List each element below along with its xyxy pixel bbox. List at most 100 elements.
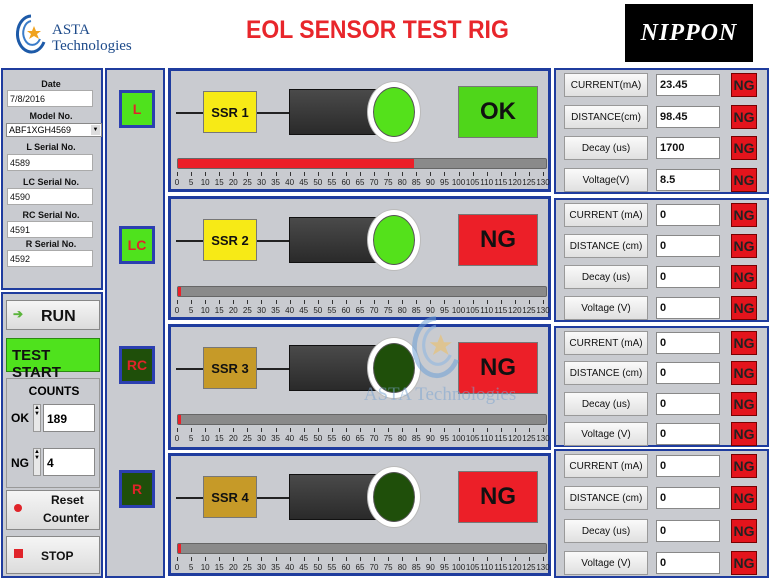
test-start-button[interactable]: TEST START xyxy=(6,338,100,381)
scale-tick-label: 125 xyxy=(522,563,536,572)
scale-tick-label: 25 xyxy=(242,434,252,443)
measurement-value[interactable]: 0 xyxy=(656,552,720,574)
scale-tick xyxy=(261,557,263,561)
scale-tick-label: 0 xyxy=(174,306,180,315)
measurement-value[interactable]: 0 xyxy=(656,520,720,542)
scale-tick-label: 25 xyxy=(242,306,252,315)
scale-tick-label: 40 xyxy=(285,434,295,443)
scale-tick-label: 80 xyxy=(397,306,407,315)
wire-left xyxy=(176,112,204,114)
measurement-value[interactable]: 0 xyxy=(656,423,720,445)
ssr-text: SSR 4 xyxy=(211,489,249,505)
scale-tick-label: 95 xyxy=(440,178,449,187)
scale-tick xyxy=(177,300,178,304)
measurement-value[interactable]: 0 xyxy=(656,487,720,509)
scale-tick-label: 105 xyxy=(465,306,480,315)
r-serial-field[interactable]: 4592 xyxy=(7,250,93,267)
scale-tick-label: 105 xyxy=(465,563,480,572)
measurement-value[interactable]: 0 xyxy=(656,204,720,226)
ng-indicator: NG xyxy=(731,392,757,416)
scale-tick xyxy=(486,172,488,176)
scale-tick xyxy=(416,557,418,561)
ng-indicator: NG xyxy=(731,203,757,227)
ng-stepper[interactable]: ▲▼ xyxy=(33,448,41,476)
scale-tick-label: 90 xyxy=(425,306,435,315)
measurement-value[interactable]: 0 xyxy=(656,297,720,319)
scale-tick xyxy=(472,428,474,432)
distance-slider[interactable] xyxy=(177,543,547,554)
scale-tick xyxy=(360,300,361,304)
scale-tick-label: 15 xyxy=(214,306,224,315)
control-panel: ➔ RUN TEST START COUNTS OK ▲▼ 189 NG ▲▼ … xyxy=(1,292,103,578)
rc-serial-field[interactable]: 4591 xyxy=(7,221,93,238)
reset-counter-button[interactable]: Reset Counter xyxy=(6,490,100,530)
measurement-value[interactable]: 0 xyxy=(656,455,720,477)
ssr-label: SSR 3 xyxy=(203,347,257,389)
scale-tick xyxy=(374,172,376,176)
sensor-lamp xyxy=(367,466,421,528)
lc-serial-field[interactable]: 4590 xyxy=(7,188,93,205)
scale-tick xyxy=(543,557,544,561)
scale-tick-label: 40 xyxy=(285,306,295,315)
r-serial-label: R Serial No. xyxy=(25,239,77,249)
scale-tick xyxy=(472,300,474,304)
scale-tick xyxy=(177,172,178,176)
distance-slider[interactable] xyxy=(177,286,547,297)
distance-slider[interactable] xyxy=(177,414,547,425)
scale-tick-label: 40 xyxy=(285,178,295,187)
scale-tick xyxy=(402,172,404,176)
measurement-value[interactable]: 23.45 xyxy=(656,74,720,96)
measurement-value[interactable]: 0 xyxy=(656,266,720,288)
stop-button[interactable]: STOP xyxy=(6,536,100,574)
scale-tick xyxy=(514,300,516,304)
model-select[interactable]: ABF1XGH4569▼ xyxy=(6,123,102,137)
ng-indicator: NG xyxy=(731,73,757,97)
measurement-value[interactable]: 8.5 xyxy=(656,169,720,191)
scale-tick-label: 35 xyxy=(271,178,280,187)
ok-count-field[interactable]: 189 xyxy=(43,404,95,432)
scale-tick xyxy=(205,428,207,432)
scale-tick xyxy=(458,428,460,432)
l-serial-field[interactable]: 4589 xyxy=(7,154,93,171)
scale-tick xyxy=(289,300,291,304)
scale-tick-label: 55 xyxy=(327,434,337,443)
scale-tick xyxy=(374,557,376,561)
lamp-indicator xyxy=(373,472,415,522)
scale-tick-label: 15 xyxy=(214,563,224,572)
scale-tick-label: 15 xyxy=(214,178,224,187)
scale-tick xyxy=(528,172,530,176)
scale-tick-label: 45 xyxy=(299,434,309,443)
chevron-down-icon[interactable]: ▼ xyxy=(91,125,100,135)
date-label: Date xyxy=(41,79,61,89)
scale-tick-label: 35 xyxy=(271,306,280,315)
scale-tick-label: 110 xyxy=(480,434,494,443)
ng-count-field[interactable]: 4 xyxy=(43,448,95,476)
measurement-value[interactable]: 1700 xyxy=(656,137,720,159)
measurement-value[interactable]: 0 xyxy=(656,332,720,354)
scale-tick-label: 30 xyxy=(257,306,266,315)
scale-tick xyxy=(514,428,516,432)
measurement-label: Decay (us) xyxy=(564,265,648,289)
scale-tick xyxy=(191,300,193,304)
slider-fill xyxy=(178,287,181,296)
run-button[interactable]: ➔ RUN xyxy=(6,300,100,330)
asta-swirl-icon xyxy=(15,14,46,54)
measurement-value[interactable]: 98.45 xyxy=(656,106,720,128)
distance-slider[interactable] xyxy=(177,158,547,169)
scale-tick-label: 65 xyxy=(355,306,365,315)
date-field[interactable]: 7/8/2016 xyxy=(7,90,93,107)
result-indicator: NG xyxy=(458,342,538,394)
measurement-value[interactable]: 0 xyxy=(656,362,720,384)
measurement-value[interactable]: 0 xyxy=(656,235,720,257)
ok-stepper[interactable]: ▲▼ xyxy=(33,404,41,432)
sensor-lamp xyxy=(367,209,421,271)
scale-tick xyxy=(388,172,390,176)
measurement-value[interactable]: 0 xyxy=(656,393,720,415)
scale-tick-label: 5 xyxy=(188,178,194,187)
logo-line1: ASTA xyxy=(52,22,90,38)
slider-fill xyxy=(178,159,414,168)
scale-tick xyxy=(205,557,207,561)
scale-tick-label: 30 xyxy=(257,563,266,572)
